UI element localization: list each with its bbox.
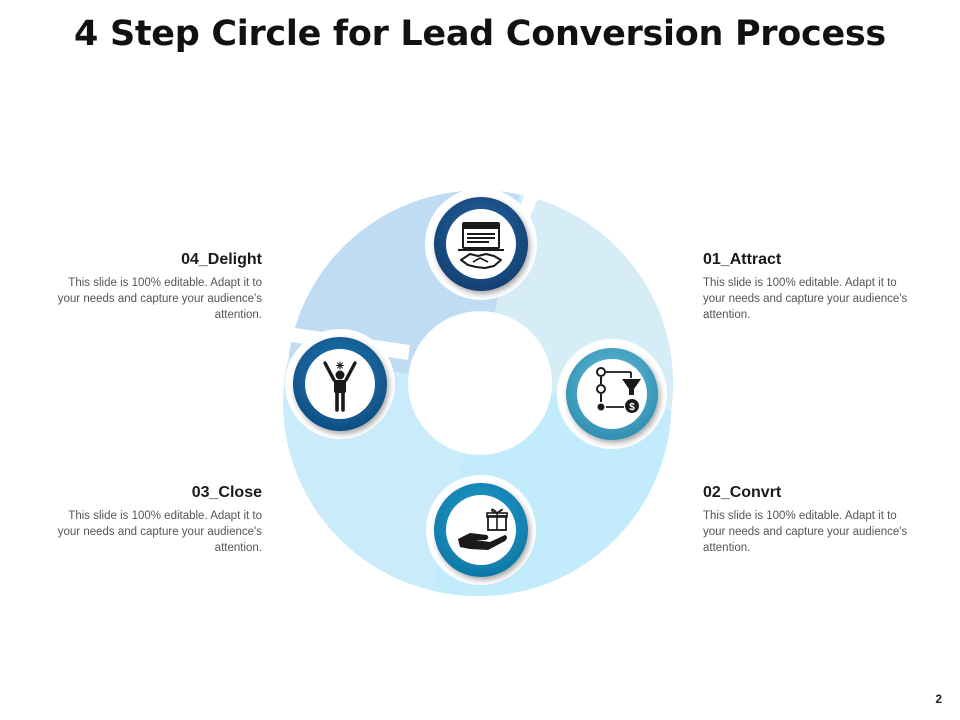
slide-title: 4 Step Circle for Lead Conversion Proces… [74, 14, 886, 54]
handshake-contract-icon [458, 222, 504, 269]
step-description: This slide is 100% editable. Adapt it to… [57, 510, 262, 554]
badge-right: $ [566, 348, 658, 440]
step-delight: 04_Delight This slide is 100% editable. … [47, 250, 262, 323]
step-heading: 04_Delight [181, 251, 262, 268]
page-number: 2 [935, 692, 942, 706]
badge-bottom [434, 483, 528, 577]
badge-top [434, 197, 528, 291]
step-heading: 03_Close [191, 484, 262, 501]
step-description: This slide is 100% editable. Adapt it to… [703, 277, 908, 321]
gift-hand-icon [458, 508, 508, 550]
step-heading: 01_Attract [703, 251, 782, 268]
step-description: This slide is 100% editable. Adapt it to… [57, 277, 262, 321]
dollar-sign-glyph: $ [629, 402, 635, 413]
step-convert: 02_Convrt This slide is 100% editable. A… [703, 483, 918, 556]
funnel-process-icon [596, 367, 641, 413]
step-close: 03_Close This slide is 100% editable. Ad… [47, 483, 262, 556]
step-attract: 01_Attract This slide is 100% editable. … [703, 250, 918, 323]
badge-left [293, 337, 387, 431]
step-description: This slide is 100% editable. Adapt it to… [703, 510, 908, 554]
celebrating-person-icon [323, 361, 357, 412]
center-hole [408, 311, 552, 455]
sparkle-icon [336, 361, 344, 370]
step-heading: 02_Convrt [703, 484, 782, 501]
